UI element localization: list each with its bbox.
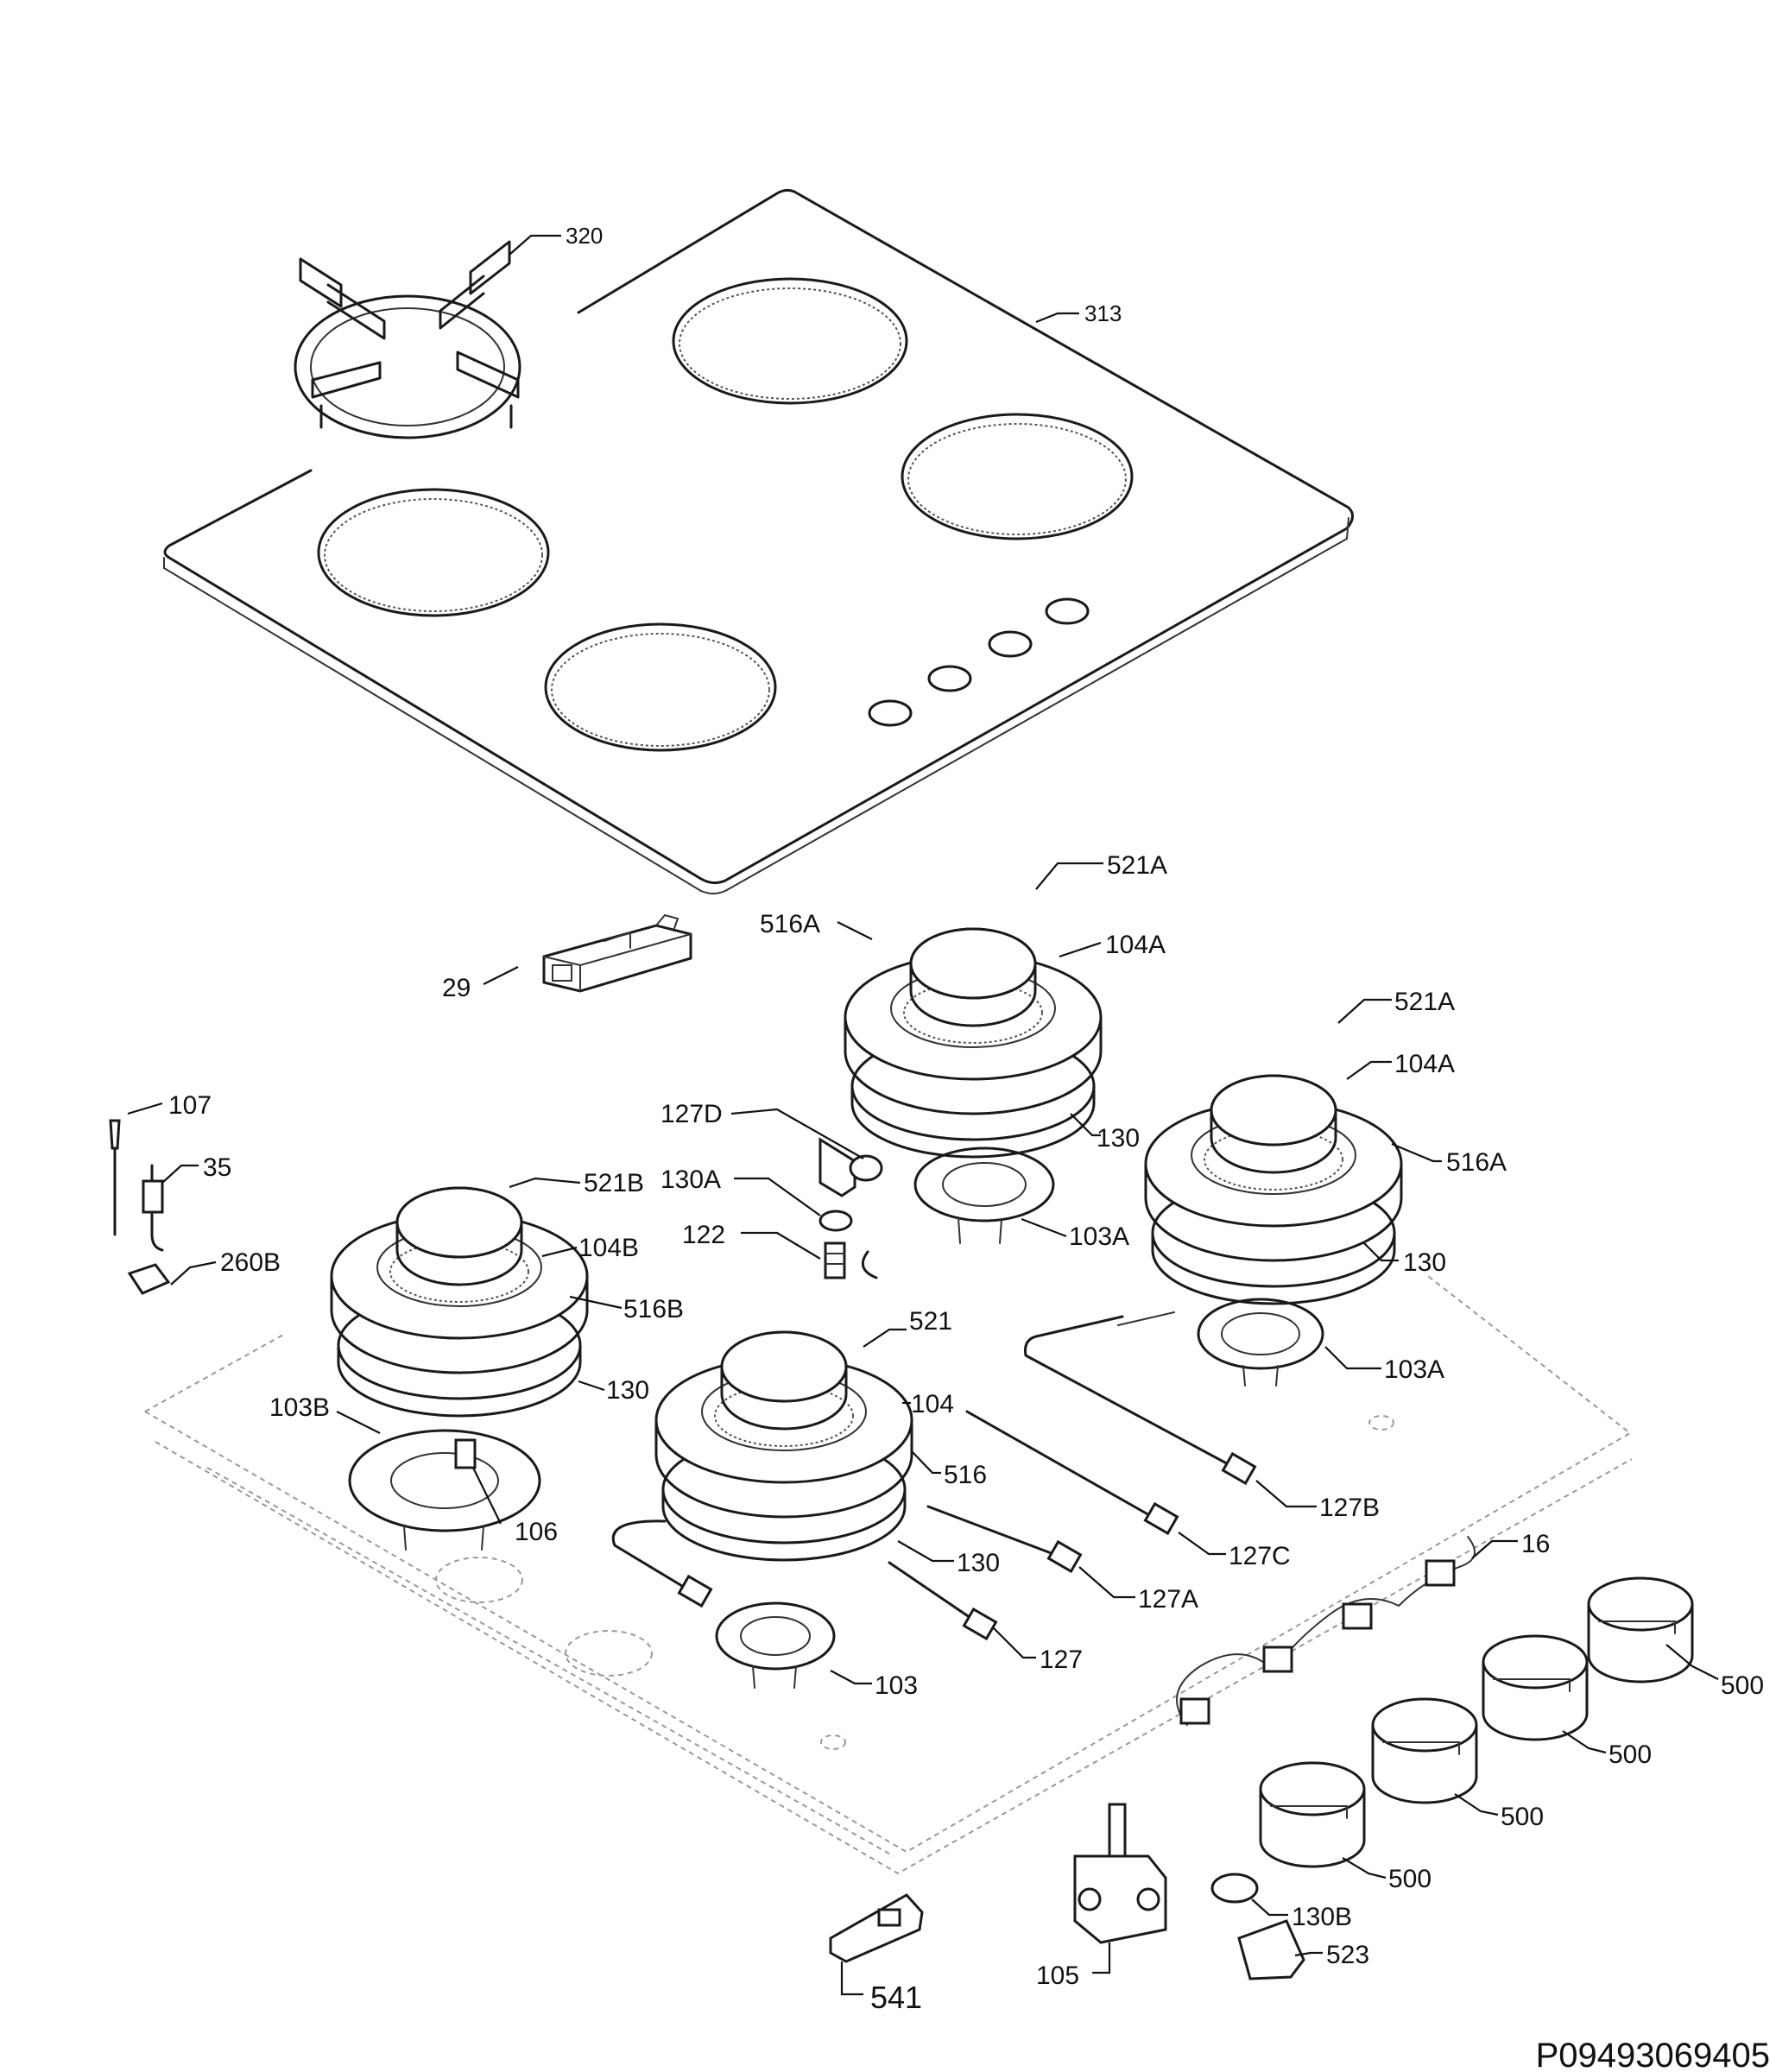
knob-hole-1 [868,699,913,727]
label-260b: 260B [220,1248,281,1277]
label-130-3: 130 [606,1376,649,1405]
leader-lines [127,234,1719,1996]
hob-hole-rear-right [901,413,1134,540]
label-103a-2: 103A [1384,1355,1444,1384]
control-knob-2 [1482,1634,1589,1741]
burner-cup-103a-upper [913,1147,1055,1244]
burner-cup-103a-lower [1197,1298,1324,1387]
thermocouple-107 [109,1119,121,1236]
label-127: 127 [1040,1646,1083,1674]
knob-hole-4 [1045,597,1090,625]
label-104a-2: 104A [1394,1050,1455,1078]
injector-106 [454,1438,477,1469]
gas-tap-105 [1073,1803,1167,1944]
label-523: 523 [1326,1941,1369,1969]
label-516a-2: 516A [1446,1148,1507,1177]
hob-top-plate [163,188,1354,894]
control-knob-4 [1259,1761,1366,1868]
label-320: 320 [566,223,603,249]
label-500-1: 500 [1721,1671,1764,1700]
label-130a: 130A [660,1166,721,1194]
gas-pipe-loop [611,1519,688,1590]
clip-523 [1237,1919,1305,1980]
label-127d: 127D [660,1100,723,1128]
label-521a-2: 521A [1394,988,1455,1016]
gas-pipe-127c [965,1410,1159,1521]
label-541: 541 [870,1980,922,2015]
burner-front [654,1330,913,1562]
burner-right [1144,1074,1403,1305]
burner-rear [844,927,1103,1159]
gas-pipe-127d [861,1250,878,1279]
label-127c: 127C [1229,1542,1291,1570]
hob-base-chassis [144,1273,1633,1875]
label-521: 521 [909,1307,952,1336]
ignition-electrodes-16 [1176,1536,1476,1726]
part-labels: 320 313 521A 516A 104A 29 521A 104A 107 … [168,223,1764,2015]
control-knob-1 [1587,1576,1694,1684]
label-500-4: 500 [1388,1865,1432,1893]
gas-pipe-127b [1024,1315,1236,1469]
label-105: 105 [1036,1961,1079,1990]
label-103: 103 [875,1671,918,1700]
drawing-code: P09493069405 [1536,2037,1770,2072]
label-521a-1: 521A [1107,851,1167,880]
label-130-4: 130 [957,1549,1000,1577]
burner-left [330,1186,589,1418]
label-16: 16 [1521,1530,1550,1558]
injector-122 [824,1241,846,1279]
label-516b: 516B [623,1295,684,1323]
pan-support [294,240,521,439]
ignition-unit [542,913,692,993]
label-104: 104 [911,1390,954,1418]
label-29: 29 [442,974,471,1002]
label-127b: 127B [1319,1494,1380,1522]
label-130-2: 130 [1403,1248,1446,1277]
clip-260b [127,1263,171,1295]
seal-130b [1210,1873,1259,1904]
gas-pipe-127 [888,1561,977,1623]
burner-cup-103 [715,1601,836,1689]
knob-hole-3 [988,630,1033,658]
control-knob-3 [1371,1697,1478,1804]
label-103a-1: 103A [1069,1222,1129,1251]
label-104a-1: 104A [1105,931,1166,959]
gas-pipes [611,1250,1257,1641]
label-104b: 104B [578,1234,639,1262]
hob-hole-front-left [317,488,550,617]
knob-hole-2 [927,665,972,692]
label-516: 516 [944,1461,987,1489]
hob-hole-rear-left [672,277,908,405]
seal-130a [818,1210,853,1232]
label-106: 106 [515,1518,558,1546]
label-500-3: 500 [1501,1803,1544,1831]
label-500-2: 500 [1609,1740,1652,1769]
label-35: 35 [203,1153,231,1182]
burner-cup-103b [348,1429,541,1551]
label-130-1: 130 [1097,1124,1140,1153]
label-103b: 103B [269,1393,330,1422]
label-130b: 130B [1292,1903,1352,1931]
bracket-541 [829,1893,924,1963]
gas-pipe-127a [926,1505,1055,1556]
elbow-127d [818,1137,883,1197]
label-521b: 521B [584,1169,644,1197]
label-122: 122 [682,1221,725,1249]
label-313: 313 [1084,300,1122,326]
hob-hole-front-right [544,622,777,752]
label-127a: 127A [1138,1585,1198,1614]
electrode-35 [142,1164,164,1252]
label-516a-1: 516A [760,910,820,938]
label-107: 107 [168,1091,212,1120]
